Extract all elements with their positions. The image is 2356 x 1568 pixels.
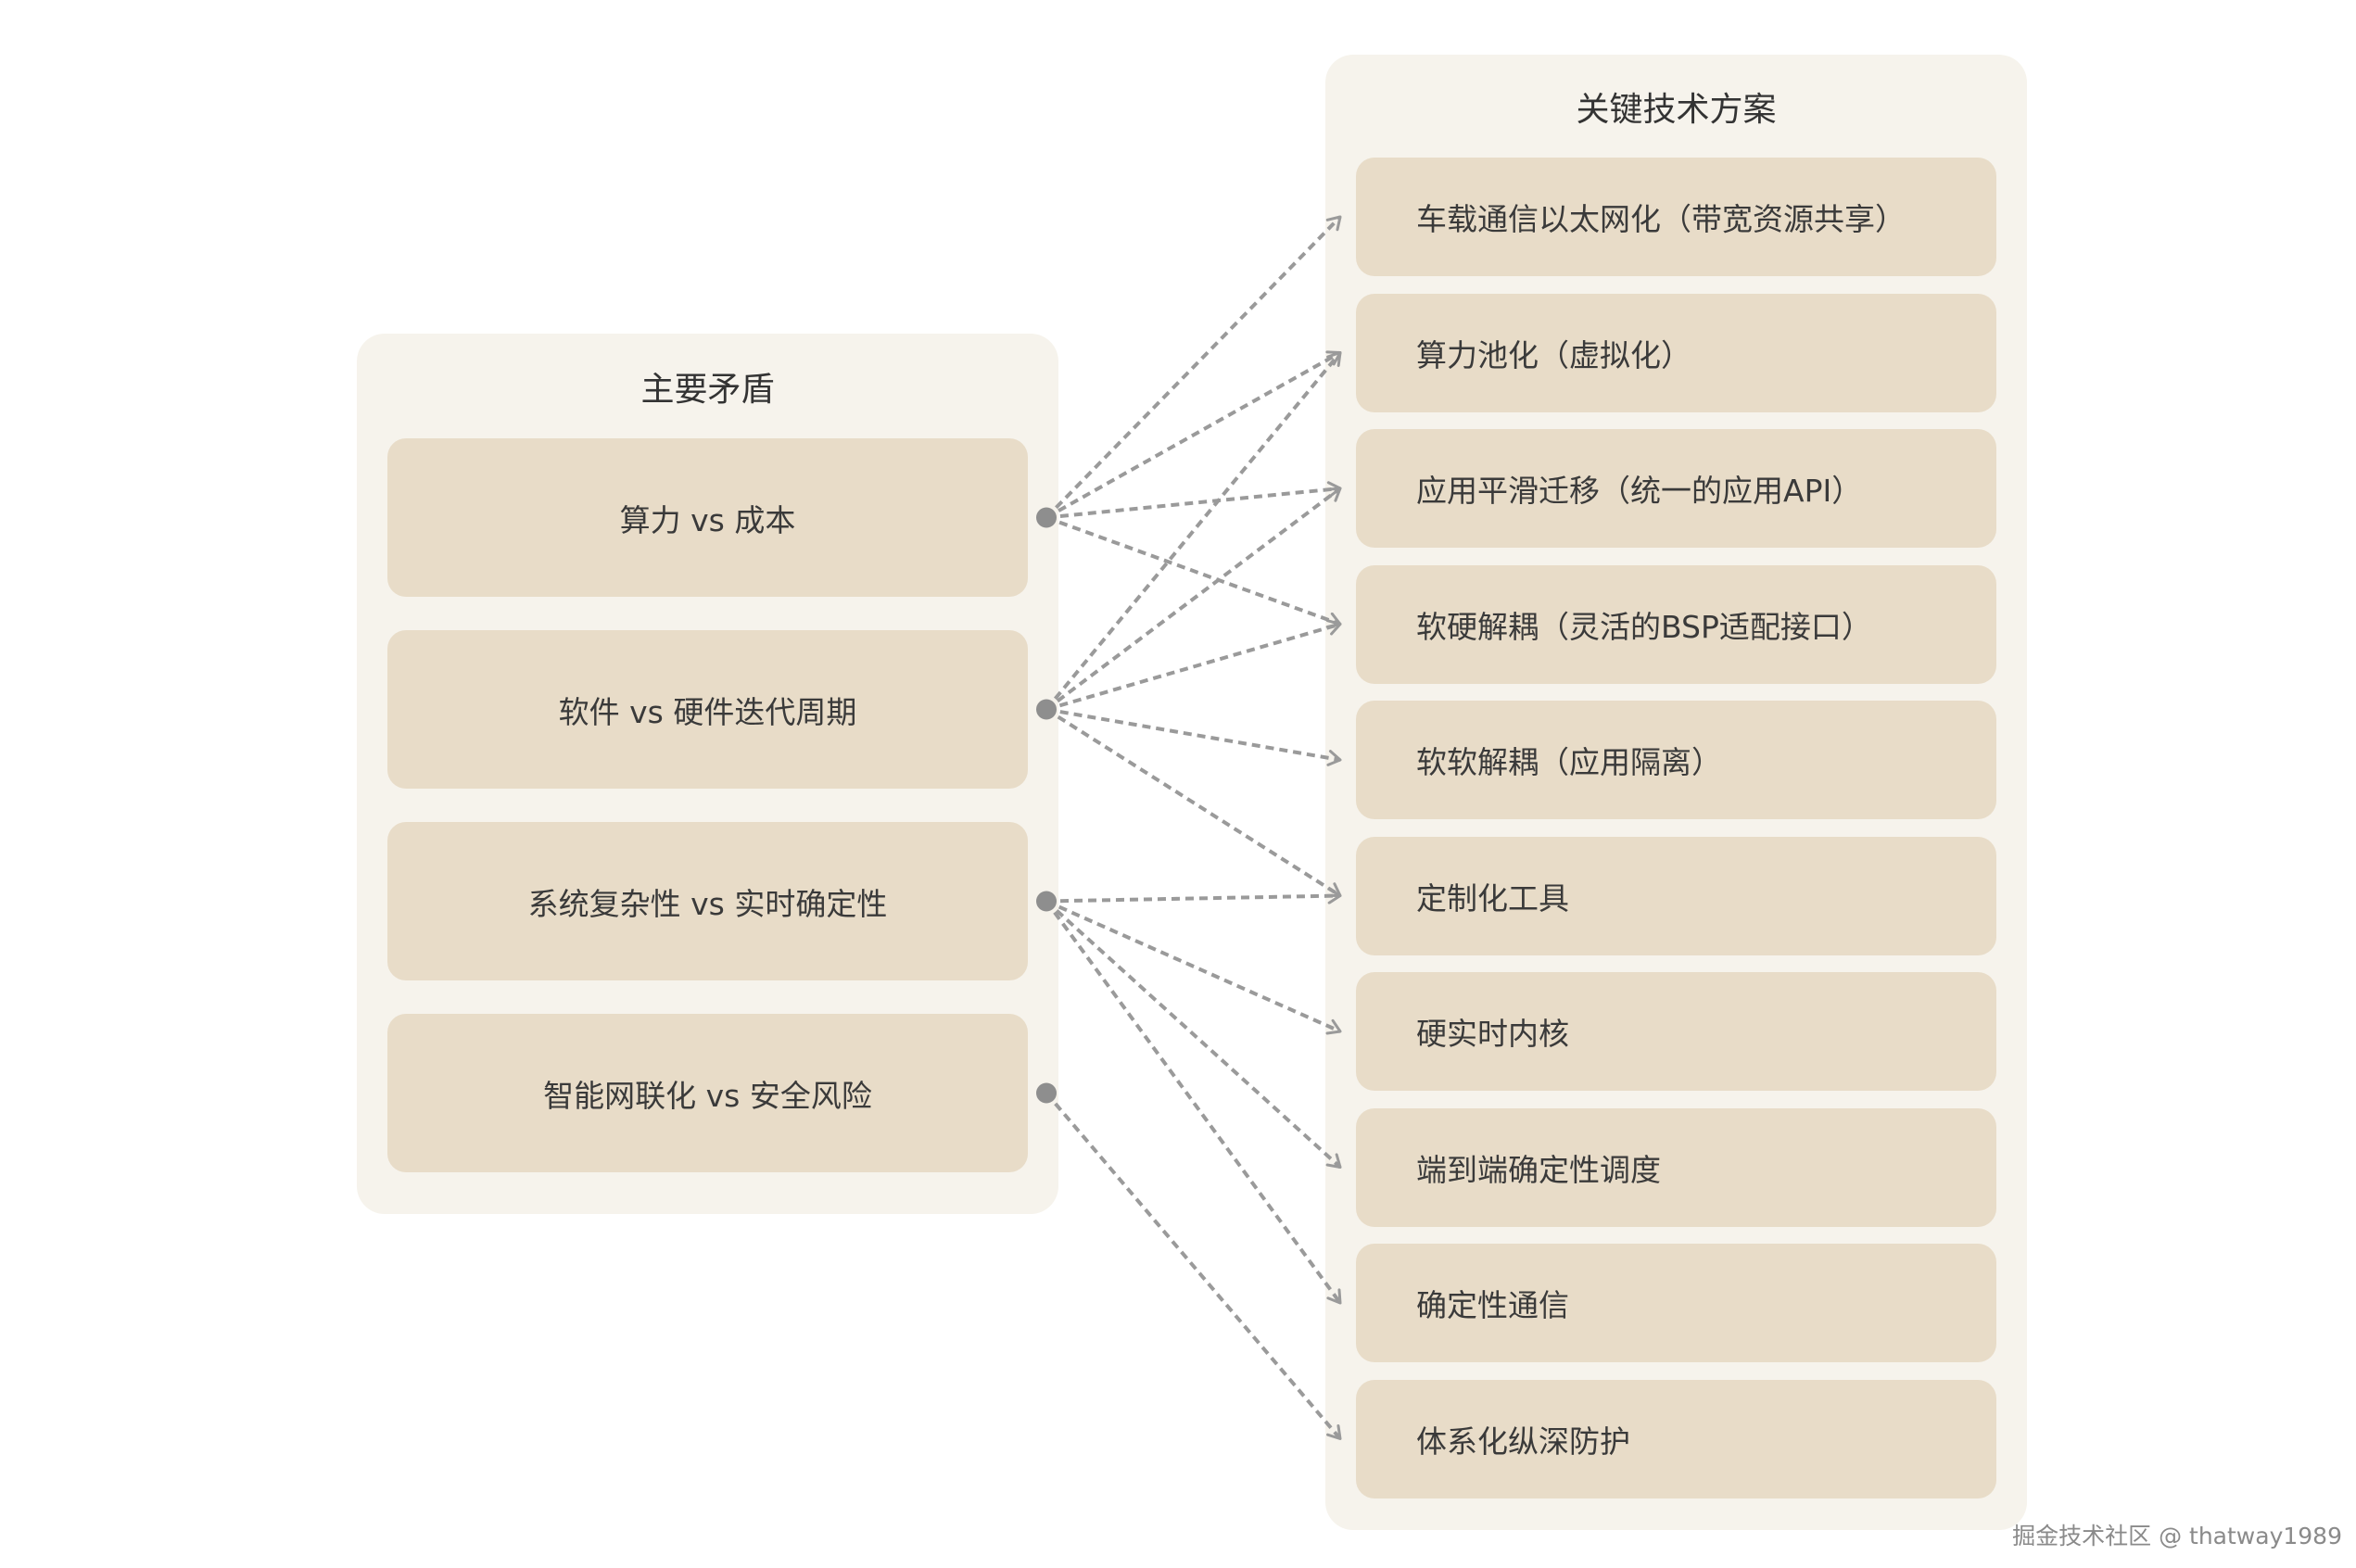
solution-item: 体系化纵深防护 <box>1356 1379 1996 1498</box>
connector-arrow <box>1045 619 1342 712</box>
solution-item: 定制化工具 <box>1356 836 1996 955</box>
solution-item: 软软解耦（应用隔离） <box>1356 701 1996 819</box>
connector-arrow <box>1045 351 1342 711</box>
connector-arrow <box>1045 900 1342 1305</box>
solution-item: 应用平滑迁移（统一的应用API） <box>1356 429 1996 548</box>
conflicts-list: 算力 vs 成本 软件 vs 硬件迭代周期 系统复杂性 vs 实时确定性 智能网… <box>387 438 1028 1172</box>
connector-arrow <box>1045 487 1342 712</box>
conflict-item: 系统复杂性 vs 实时确定性 <box>387 822 1028 980</box>
solution-item: 确定性通信 <box>1356 1244 1996 1362</box>
solution-item: 车载通信以太网化（带宽资源共享） <box>1356 158 1996 276</box>
conflicts-panel: 主要矛盾 算力 vs 成本 软件 vs 硬件迭代周期 系统复杂性 vs 实时确定… <box>357 334 1058 1214</box>
conflict-item: 软件 vs 硬件迭代周期 <box>387 630 1028 789</box>
connector-arrow <box>1045 481 1342 520</box>
conflict-item: 算力 vs 成本 <box>387 438 1028 597</box>
conflict-item: 智能网联化 vs 安全风险 <box>387 1014 1028 1172</box>
connector-arrow <box>1045 899 1342 1035</box>
solution-item: 端到端确定性调度 <box>1356 1107 1996 1227</box>
solutions-panel: 关键技术方案 车载通信以太网化（带宽资源共享） 算力池化（虚拟化） 应用平滑迁移… <box>1325 55 2027 1530</box>
solution-item: 软硬解耦（灵活的BSP适配接口） <box>1356 564 1996 684</box>
connector-arrow <box>1045 515 1342 628</box>
solutions-panel-title: 关键技术方案 <box>1576 90 1777 129</box>
conflicts-panel-title: 主要矛盾 <box>640 370 775 409</box>
connector-arrow <box>1045 215 1342 519</box>
watermark: 掘金技术社区 @ thatway1989 <box>2012 1523 2342 1549</box>
connector-arrow <box>1045 350 1342 520</box>
connector-arrow <box>1045 900 1342 1169</box>
solution-item: 硬实时内核 <box>1356 972 1996 1091</box>
connector-arrow <box>1045 887 1342 904</box>
connector-lines <box>1045 215 1342 1440</box>
solutions-list: 车载通信以太网化（带宽资源共享） 算力池化（虚拟化） 应用平滑迁移（统一的应用A… <box>1356 158 1996 1498</box>
connector-arrow <box>1045 707 1342 898</box>
connector-arrow <box>1045 707 1342 766</box>
connector-arrow <box>1045 1092 1342 1440</box>
solution-item: 算力池化（虚拟化） <box>1356 293 1996 412</box>
